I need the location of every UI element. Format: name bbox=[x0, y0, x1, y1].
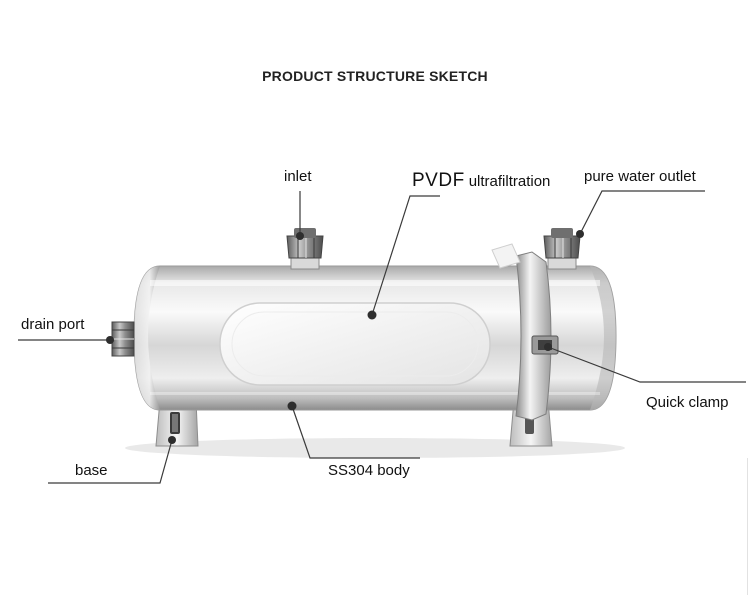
label-ss304-body: SS304 body bbox=[328, 462, 410, 479]
leader-base bbox=[48, 439, 173, 484]
label-pure-water-outlet: pure water outlet bbox=[584, 168, 696, 185]
dot-pvdf bbox=[367, 310, 377, 320]
outlet-fitting bbox=[543, 228, 581, 270]
label-quick-clamp: Quick clamp bbox=[646, 394, 729, 411]
dot-base bbox=[168, 436, 176, 444]
dot-inlet bbox=[296, 232, 304, 240]
label-drain-port: drain port bbox=[21, 316, 85, 333]
dot-drain bbox=[106, 336, 114, 344]
drain-port-fitting bbox=[111, 321, 135, 357]
label-pvdf-bold: PVDF bbox=[412, 170, 465, 191]
leader-ss304 bbox=[291, 405, 420, 459]
leader-clamp bbox=[547, 346, 746, 383]
floor-shadow bbox=[125, 438, 625, 458]
edge-divider bbox=[747, 458, 748, 595]
page-title: PRODUCT STRUCTURE SKETCH bbox=[262, 68, 488, 84]
inlet-fitting bbox=[286, 228, 324, 270]
dot-ss304 bbox=[287, 401, 297, 411]
label-inlet: inlet bbox=[284, 168, 312, 185]
label-pvdf-rest: ultrafiltration bbox=[468, 173, 551, 190]
callout-dots bbox=[106, 230, 584, 444]
leader-outlet bbox=[579, 190, 705, 235]
label-base: base bbox=[75, 462, 108, 479]
dot-outlet bbox=[576, 230, 584, 238]
dot-clamp bbox=[544, 343, 552, 351]
leader-pvdf bbox=[371, 195, 440, 316]
pvdf-membrane-window bbox=[219, 302, 491, 386]
leader-lines bbox=[18, 190, 746, 484]
